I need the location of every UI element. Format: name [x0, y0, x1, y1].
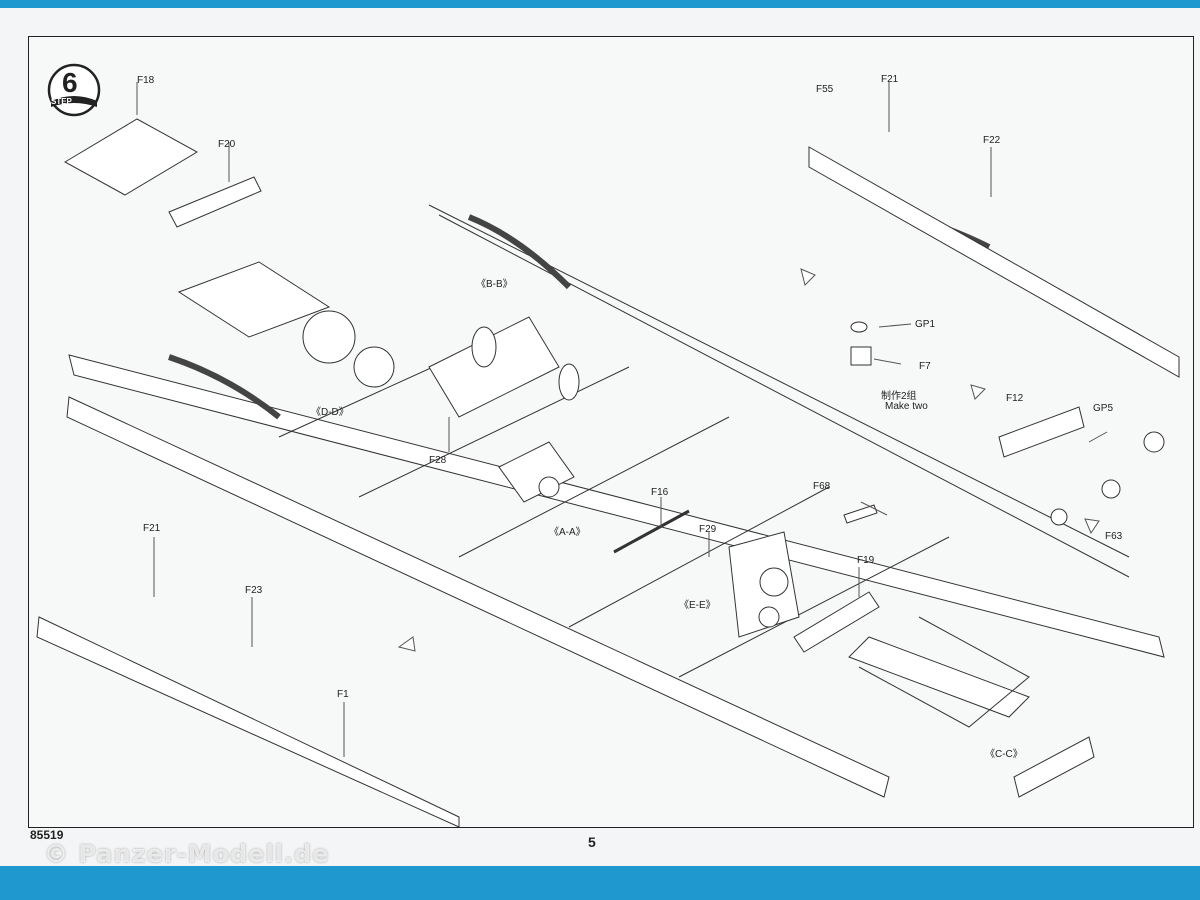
part-f18-plate [63, 118, 199, 196]
label-gp1: GP1 [915, 319, 936, 330]
chassis-rail-upper [68, 354, 1165, 658]
label-f63: F63 [1105, 531, 1123, 542]
part-cc-cross [848, 636, 1030, 718]
label-f55: F55 [816, 84, 834, 95]
label-f22: F22 [983, 135, 1001, 146]
leaf-spring-back [467, 214, 572, 290]
label-f1: F1 [337, 689, 349, 700]
frame-section-bottom-left [36, 616, 460, 827]
direction-arrow-4 [1084, 518, 1100, 535]
label-f16: F16 [651, 487, 669, 498]
label-ee: 《E-E》 [679, 600, 716, 611]
leaf-spring-front [168, 354, 281, 420]
page-number: 5 [588, 834, 596, 850]
label-f20: F20 [218, 139, 236, 150]
part-gp1 [850, 321, 868, 333]
part-f7 [850, 346, 872, 366]
part-f12-bracket [998, 406, 1085, 458]
step-badge-icon [47, 63, 101, 117]
part-f16-shaft [613, 509, 690, 554]
direction-arrow-1 [397, 636, 416, 652]
label-dd: 《D-D》 [311, 407, 349, 418]
label-bb: 《B-B》 [476, 279, 513, 290]
kit-number: 85519 [30, 828, 64, 842]
direction-arrow-3 [970, 384, 986, 400]
part-f63 [1101, 479, 1121, 499]
step-number: 6 [62, 67, 78, 98]
label-f7: F7 [919, 361, 931, 372]
watermark: © Panzer-Modell.de [44, 840, 330, 868]
part-dd-motor [302, 310, 356, 364]
label-make-two-en: Make two [885, 401, 928, 412]
part-f20-tank [168, 176, 262, 228]
frame-section-top-right [808, 146, 1180, 378]
label-f28: F28 [429, 455, 447, 466]
label-f29: F29 [699, 524, 717, 535]
direction-arrow-2 [800, 268, 816, 286]
label-f18: F18 [137, 75, 155, 86]
label-f12: F12 [1006, 393, 1024, 404]
part-f68 [843, 504, 878, 524]
part-f19-beam [793, 591, 880, 653]
label-make-two-cn: 制作2组 [881, 391, 917, 402]
part-aa-gearbox [498, 441, 575, 503]
label-f21-top: F21 [881, 74, 899, 85]
part-bumper-bottom-right [1013, 736, 1095, 798]
assembly-diagram [36, 82, 1180, 827]
part-bb-cylinders [428, 316, 560, 418]
label-aa: 《A-A》 [549, 527, 586, 538]
part-dd-block [177, 261, 331, 338]
assembly-diagram-frame: 6 STEP F18 F20 F21 F55 F22 GP1 F7 制作2组 M… [28, 36, 1194, 828]
part-gp5-wheel [1143, 431, 1165, 453]
label-f68: F68 [813, 481, 831, 492]
label-f19: F19 [857, 555, 875, 566]
chassis-rail-lower [66, 396, 890, 798]
step-word: STEP [51, 97, 72, 106]
label-f21-bottom: F21 [143, 523, 161, 534]
label-gp5: GP5 [1093, 403, 1114, 414]
label-f23: F23 [245, 585, 263, 596]
label-cc: 《C-C》 [985, 749, 1023, 760]
